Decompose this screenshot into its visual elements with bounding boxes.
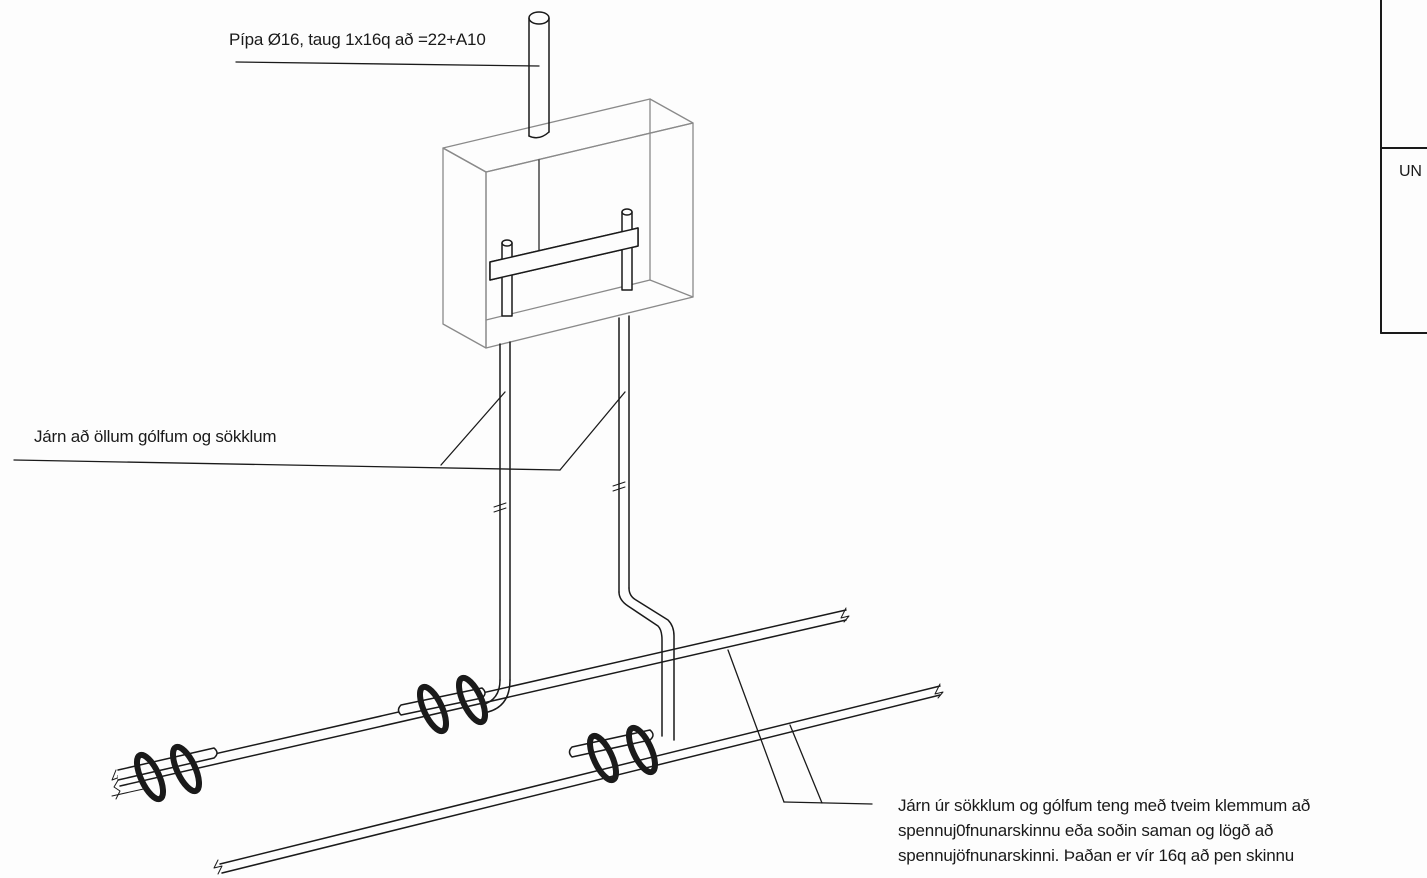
iron-callout-label: Járn að öllum gólfum og sökklum	[34, 427, 277, 446]
connection-note-line-1: Járn úr sökklum og gólfum teng með tveim…	[898, 796, 1311, 815]
connection-note-line-3: spennujöfnunarskinni. Þaðan er vír 16q a…	[898, 846, 1294, 865]
rebar-lower	[213, 683, 944, 875]
pipe-callout-label: Pípa Ø16, taug 1x16q að =22+A10	[229, 30, 486, 49]
clamp-right-1	[586, 732, 620, 784]
title-block-fragment: UN	[1399, 163, 1422, 180]
busbar	[489, 208, 639, 317]
vertical-pipe	[528, 11, 550, 139]
connection-note-line-2: spennuj0fnunarskinnu eða soðin saman og …	[898, 821, 1274, 840]
leader-iron	[13, 391, 626, 471]
clamp-mid-1	[416, 683, 450, 735]
rebar-clamp-segments	[117, 687, 654, 781]
junction-box	[442, 98, 694, 349]
rebar-left-down	[481, 341, 511, 713]
leader-pipe	[235, 61, 540, 67]
rebar-right-down	[612, 315, 675, 741]
title-block-frame	[1380, 0, 1427, 334]
clamp-mid-2	[455, 674, 489, 726]
clamp-left-1	[133, 751, 167, 803]
connection-note: Járn úr sökklum og gólfum teng með tveim…	[898, 793, 1310, 868]
rebar-break-left	[111, 769, 149, 800]
clamp-right-2	[625, 724, 659, 776]
clamp-left-2	[169, 743, 203, 795]
leader-note	[727, 649, 873, 805]
